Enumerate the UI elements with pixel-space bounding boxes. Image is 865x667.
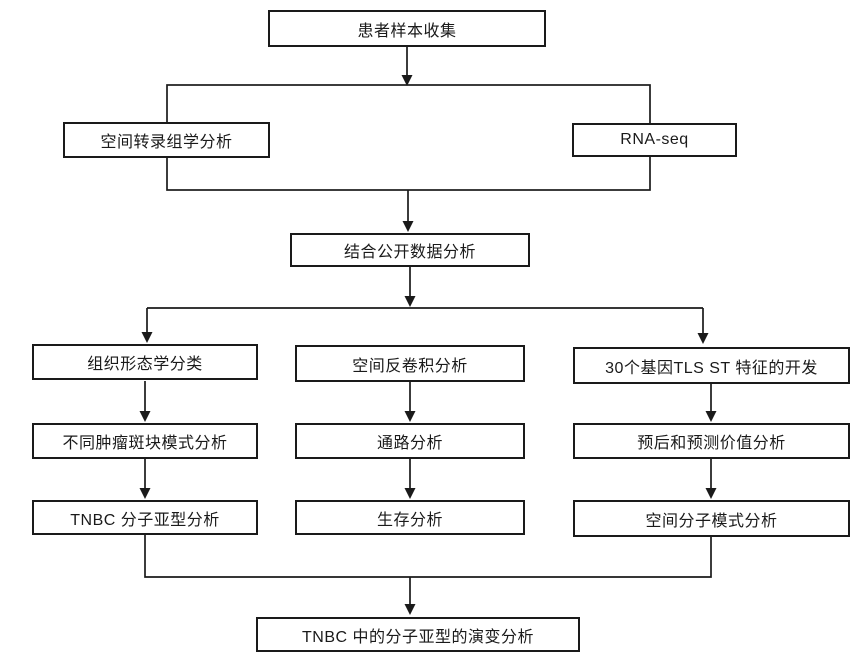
node-tls-signature: 30个基因TLS ST 特征的开发 xyxy=(573,347,850,384)
connector-convergence xyxy=(144,535,712,578)
node-prognostic-predictive-value: 预后和预测价值分析 xyxy=(573,423,850,459)
arrowhead-spatialmol xyxy=(705,488,717,499)
arrowhead-pathway xyxy=(404,411,416,422)
arrowhead-subtype xyxy=(139,488,151,499)
node-spatial-deconvolution: 空间反卷积分析 xyxy=(295,345,525,382)
node-subtype-evolution: TNBC 中的分子亚型的演变分析 xyxy=(256,617,580,652)
arrowhead-survival xyxy=(404,488,416,499)
node-rna-seq: RNA-seq xyxy=(572,123,737,157)
arrowhead-prognostic xyxy=(705,411,717,422)
node-combined-public-data: 结合公开数据分析 xyxy=(290,233,530,267)
node-spatial-molecular-patterns: 空间分子模式分析 xyxy=(573,500,850,537)
node-histology-classification: 组织形态学分类 xyxy=(32,344,258,380)
node-pathway-analysis: 通路分析 xyxy=(295,423,525,459)
node-spatial-transcriptomics: 空间转录组学分析 xyxy=(63,122,270,158)
arrowhead-right-column xyxy=(697,333,709,344)
node-survival-analysis: 生存分析 xyxy=(295,500,525,535)
arrowhead-evolution xyxy=(404,604,416,615)
arrowhead-left-column xyxy=(141,332,153,343)
arrowhead-split-center xyxy=(404,296,416,307)
node-patient-sample: 患者样本收集 xyxy=(268,10,546,47)
arrowhead-combined xyxy=(402,221,414,232)
node-tnbc-subtype: TNBC 分子亚型分析 xyxy=(32,500,258,535)
arrowhead-patch xyxy=(139,411,151,422)
arrowhead-frame-top xyxy=(401,75,413,86)
node-tumor-patch-patterns: 不同肿瘤斑块模式分析 xyxy=(32,423,258,459)
